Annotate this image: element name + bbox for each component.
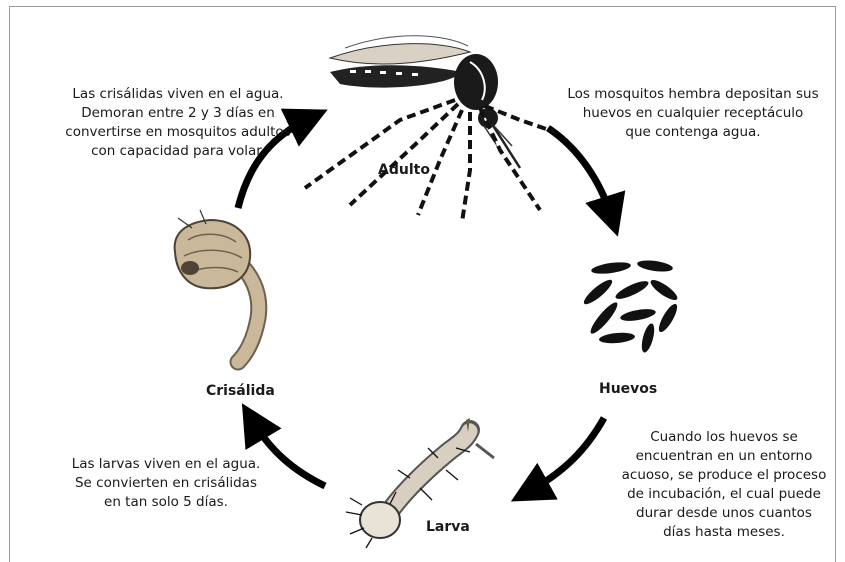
pupa-icon [175,210,259,362]
caption-line: Los mosquitos hembra depositan sus [548,85,838,104]
caption-line: Las crisálidas viven en el agua. [28,85,328,104]
caption-line: huevos en cualquier receptáculo [548,104,838,123]
caption-line: convertirse en mosquitos adultos [28,123,328,142]
larva-icon [346,418,494,548]
caption-line: encuentran en un entorno [614,447,834,466]
stage-label-larva: Larva [426,519,470,535]
stage-label-adult: Adulto [378,162,430,178]
caption-line: Se convierten en crisálidas [46,474,286,493]
mosquito-adult-icon [305,36,555,222]
caption-larva-to-pupa: Las larvas viven en el agua. Se conviert… [46,455,286,512]
arrow-eggs-to-larva [528,418,604,492]
caption-line: en tan solo 5 días. [46,493,286,512]
caption-line: con capacidad para volar. [28,142,328,161]
caption-line: Demoran entre 2 y 3 días en [28,104,328,123]
caption-line: durar desde unos cuantos [614,504,834,523]
caption-line: Las larvas viven en el agua. [46,455,286,474]
caption-pupa-to-adult: Las crisálidas viven en el agua. Demoran… [28,85,328,161]
caption-eggs-to-larva: Cuando los huevos se encuentran en un en… [614,428,834,542]
caption-line: que contenga agua. [548,123,838,142]
stage-label-pupa: Crisálida [206,383,275,399]
caption-line: acuoso, se produce el proceso [614,466,834,485]
eggs-icon [581,259,680,354]
caption-adult-to-eggs: Los mosquitos hembra depositan sus huevo… [548,85,838,142]
caption-line: de incubación, el cual puede [614,485,834,504]
stage-label-eggs: Huevos [599,381,657,397]
caption-line: Cuando los huevos se [614,428,834,447]
caption-line: días hasta meses. [614,523,834,542]
